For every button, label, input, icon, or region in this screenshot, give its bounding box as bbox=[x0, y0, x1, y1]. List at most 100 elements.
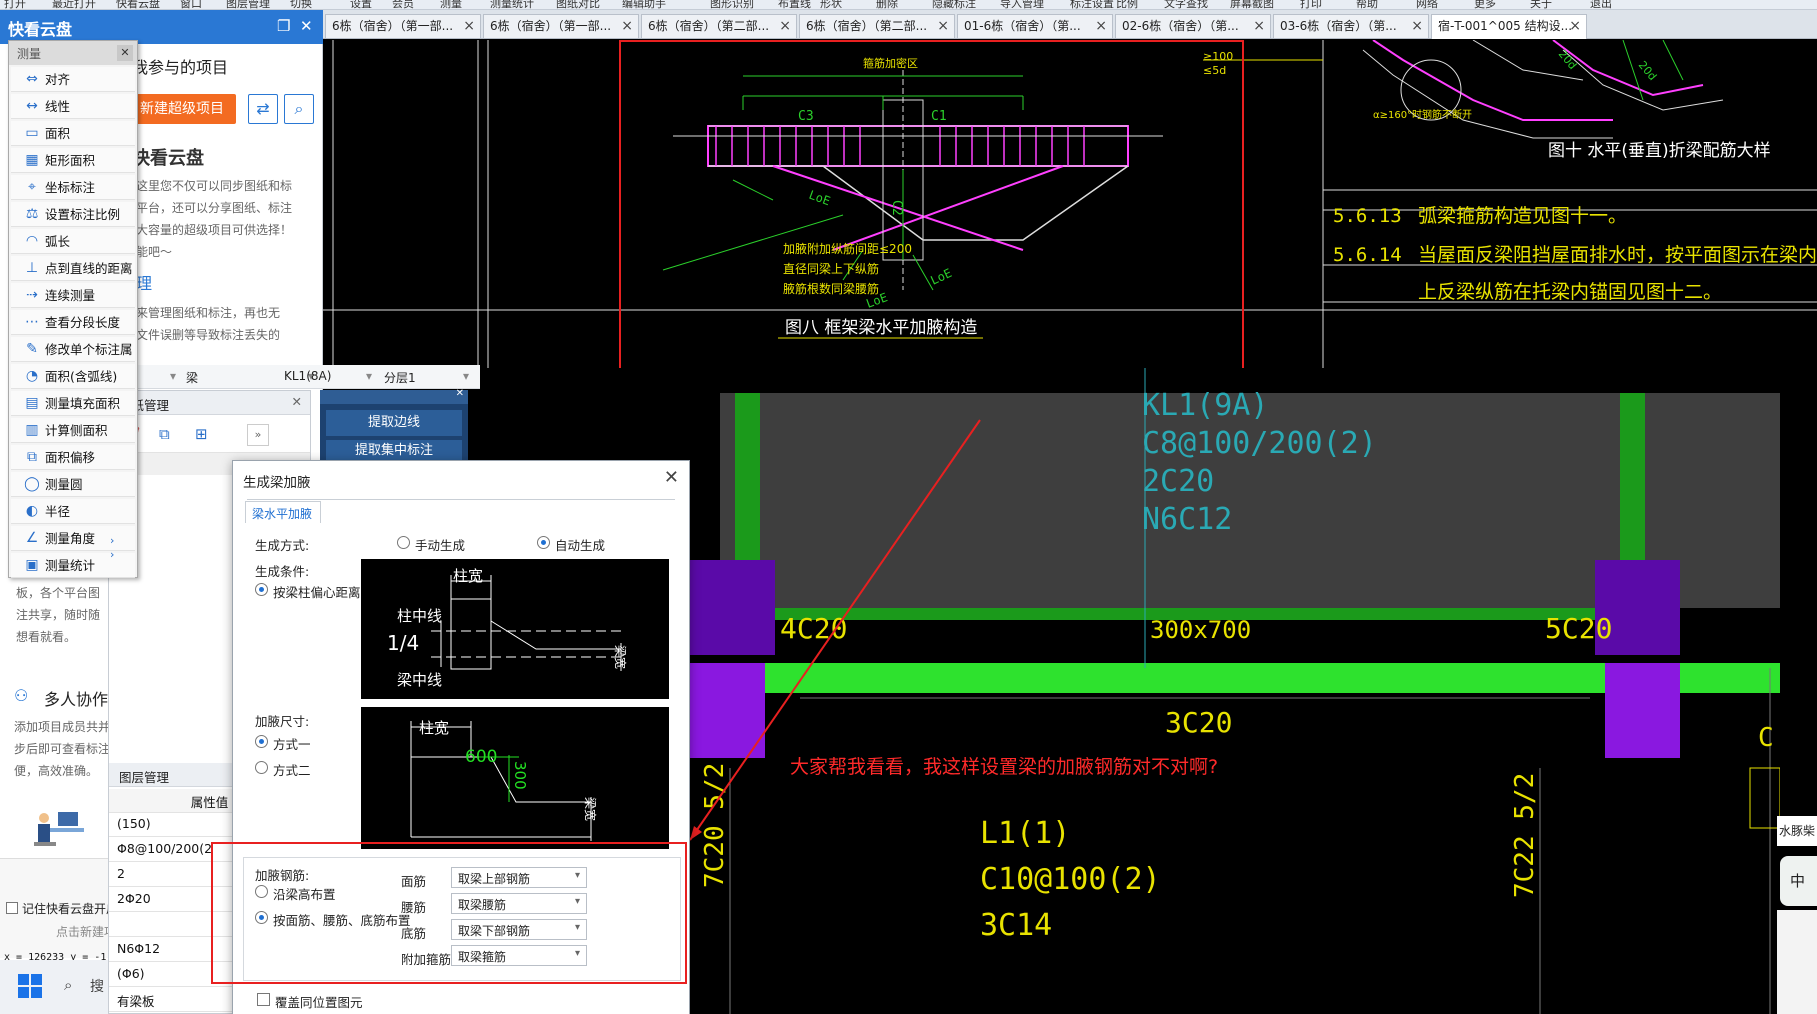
attr-value-row[interactable]: 有梁板 bbox=[109, 988, 310, 1012]
drawing-mgmt-close-icon[interactable]: ✕ bbox=[291, 394, 302, 409]
top-menu-item[interactable]: 更多 bbox=[1474, 0, 1496, 10]
drawing-tab[interactable]: 03-6栋（宿舍）（第...× bbox=[1273, 14, 1429, 38]
menu-expand-icon[interactable]: › bbox=[110, 534, 115, 547]
top-menu-item[interactable]: 测量统计 bbox=[490, 0, 534, 10]
measure-item[interactable]: ▤测量填充面积 bbox=[11, 391, 135, 416]
attr-value-row[interactable]: (Φ6) bbox=[109, 963, 310, 987]
measure-item[interactable]: ◔面积(含弧线) bbox=[11, 364, 135, 389]
tab-close-icon[interactable]: × bbox=[1253, 18, 1265, 34]
measure-item[interactable]: ⊥点到直线的距离 bbox=[11, 256, 135, 281]
tab-close-icon[interactable]: × bbox=[621, 18, 633, 34]
condition-radio[interactable] bbox=[255, 583, 268, 596]
measure-item[interactable]: ▦矩形面积 bbox=[11, 148, 135, 173]
filter-dropdown-arrow-icon[interactable]: ▾ bbox=[170, 369, 177, 383]
top-menu-item[interactable]: 关于 bbox=[1530, 0, 1552, 10]
top-menu-item[interactable]: 测量 bbox=[440, 0, 462, 10]
measure-item[interactable]: ◐半径 bbox=[11, 499, 135, 524]
attr-value-row[interactable]: Φ8@100/200(2 bbox=[109, 838, 310, 862]
drawing-tab[interactable]: 01-6栋（宿舍）（第...× bbox=[957, 14, 1113, 38]
bottom-rebar-select[interactable]: 取梁下部钢筋 bbox=[451, 919, 587, 940]
cover-checkbox[interactable] bbox=[257, 993, 270, 1006]
manual-radio[interactable] bbox=[397, 536, 410, 549]
top-menu-item[interactable]: 网络 bbox=[1416, 0, 1438, 10]
top-menu-item[interactable]: 图层管理 bbox=[226, 0, 270, 10]
top-menu-item[interactable]: 布置线 bbox=[778, 0, 811, 10]
by-face-radio[interactable] bbox=[255, 911, 268, 924]
copy-icon[interactable]: ⧉ bbox=[159, 425, 170, 443]
menu-expand-icon-2[interactable]: › bbox=[110, 548, 115, 561]
top-menu-item[interactable]: 图纸对比 bbox=[556, 0, 600, 10]
taskbar-search-icon[interactable]: ⌕ bbox=[64, 976, 73, 994]
tab-close-icon[interactable]: × bbox=[779, 18, 791, 34]
floor-dropdown-icon[interactable]: ▾ bbox=[463, 369, 470, 383]
waist-rebar-select[interactable]: 取梁腰筋 bbox=[451, 893, 587, 914]
category-dropdown-icon[interactable]: ▾ bbox=[308, 369, 315, 383]
top-menu-item[interactable]: 文字查找 bbox=[1164, 0, 1208, 10]
sync-icon[interactable]: ⇄ bbox=[248, 94, 278, 124]
close-icon[interactable]: ✕ bbox=[300, 17, 313, 35]
top-menu-item[interactable]: 导入管理 bbox=[1000, 0, 1044, 10]
name-dropdown-icon[interactable]: ▾ bbox=[366, 369, 373, 383]
top-menu-item[interactable]: 隐藏标注 bbox=[932, 0, 976, 10]
top-menu-item[interactable]: 切换 bbox=[290, 0, 312, 10]
measure-item[interactable]: ⇢连续测量 bbox=[11, 283, 135, 308]
drawing-tab[interactable]: 宿-T-001^005 结构设...× bbox=[1431, 14, 1587, 39]
top-menu-item[interactable]: 图形识别 bbox=[710, 0, 754, 10]
attr-value-row[interactable] bbox=[109, 913, 310, 937]
measure-item[interactable]: ▭面积 bbox=[11, 121, 135, 146]
filter-floor[interactable]: 分层1 bbox=[384, 371, 416, 385]
tab-close-icon[interactable]: × bbox=[1095, 18, 1107, 34]
top-menu-item[interactable]: 退出 bbox=[1590, 0, 1612, 10]
import-icon[interactable]: ⊞ bbox=[195, 425, 208, 443]
stirrup-select[interactable]: 取梁箍筋 bbox=[451, 945, 587, 966]
tab-close-icon[interactable]: × bbox=[1569, 18, 1581, 34]
top-menu-item[interactable]: 标注设置 bbox=[1070, 0, 1114, 10]
filter-name[interactable]: KL1(8A) bbox=[284, 369, 332, 383]
mode1-radio[interactable] bbox=[255, 735, 268, 748]
measure-item[interactable]: ⧉面积偏移 bbox=[11, 445, 135, 470]
drawing-tab[interactable]: 6栋（宿舍）（第一部...× bbox=[325, 14, 481, 38]
search-icon[interactable]: ⌕ bbox=[284, 94, 314, 124]
top-menu-item[interactable]: 删除 bbox=[876, 0, 898, 10]
top-menu-item[interactable]: 窗口 bbox=[180, 0, 202, 10]
attr-value-row[interactable]: N6Φ12 bbox=[109, 938, 310, 962]
drawing-tab[interactable]: 6栋（宿舍）（第二部...× bbox=[641, 14, 797, 38]
measure-item[interactable]: ⚖设置标注比例 bbox=[11, 202, 135, 227]
mode2-radio[interactable] bbox=[255, 761, 268, 774]
along-height-radio[interactable] bbox=[255, 885, 268, 898]
new-super-project-button[interactable]: 新建超级项目 bbox=[128, 94, 236, 124]
more-icon[interactable]: » bbox=[247, 424, 269, 446]
top-menu-item[interactable]: 形状 bbox=[820, 0, 842, 10]
face-rebar-select[interactable]: 取梁上部钢筋 bbox=[451, 867, 587, 888]
top-menu-item[interactable]: 会员 bbox=[392, 0, 414, 10]
dialog-close-icon[interactable]: ✕ bbox=[663, 467, 679, 488]
cad-viewport-main[interactable]: KL1(9A) C8@100/200(2) 2C20 N6C12 4C20 30… bbox=[690, 368, 1780, 1014]
attr-value-row[interactable]: 2 bbox=[109, 863, 310, 887]
filter-category[interactable]: 梁 bbox=[186, 371, 199, 385]
top-menu-item[interactable]: 打开 bbox=[4, 0, 26, 10]
windows-start-icon[interactable] bbox=[18, 974, 42, 998]
measure-item[interactable]: ↔线性 bbox=[11, 94, 135, 119]
tab-close-icon[interactable]: × bbox=[1411, 18, 1423, 34]
measure-item[interactable]: ▣测量统计 bbox=[11, 553, 135, 578]
measure-item[interactable]: ⋯查看分段长度 bbox=[11, 310, 135, 335]
measure-item[interactable]: ⇔对齐 bbox=[11, 67, 135, 92]
drawing-tab[interactable]: 02-6栋（宿舍）（第...× bbox=[1115, 14, 1271, 38]
top-menu-item[interactable]: 最近打开 bbox=[52, 0, 96, 10]
side-tag-2[interactable]: 中 bbox=[1780, 856, 1817, 906]
top-menu-item[interactable]: 快看云盘 bbox=[116, 0, 160, 10]
measure-item[interactable]: ⌖坐标标注 bbox=[11, 175, 135, 200]
measure-item[interactable]: ∠测量角度 bbox=[11, 526, 135, 551]
remember-checkbox[interactable] bbox=[6, 902, 18, 914]
extract-edge-button[interactable]: 提取边线 bbox=[326, 410, 462, 436]
tab-close-icon[interactable]: × bbox=[463, 18, 475, 34]
measure-item[interactable]: ◠弧长 bbox=[11, 229, 135, 254]
top-menu-item[interactable]: 打印 bbox=[1300, 0, 1322, 10]
top-menu-item[interactable]: 编辑助手 bbox=[622, 0, 666, 10]
attr-value-row[interactable]: 2Φ20 bbox=[109, 888, 310, 912]
measure-menu-close-icon[interactable]: ✕ bbox=[117, 45, 133, 61]
top-menu-item[interactable]: 屏幕截图 bbox=[1230, 0, 1274, 10]
panel-close-icon[interactable]: ✕ bbox=[455, 388, 464, 399]
attr-value-row[interactable]: (150) bbox=[109, 813, 310, 837]
extract-label-button[interactable]: 提取集中标注 bbox=[326, 440, 462, 462]
